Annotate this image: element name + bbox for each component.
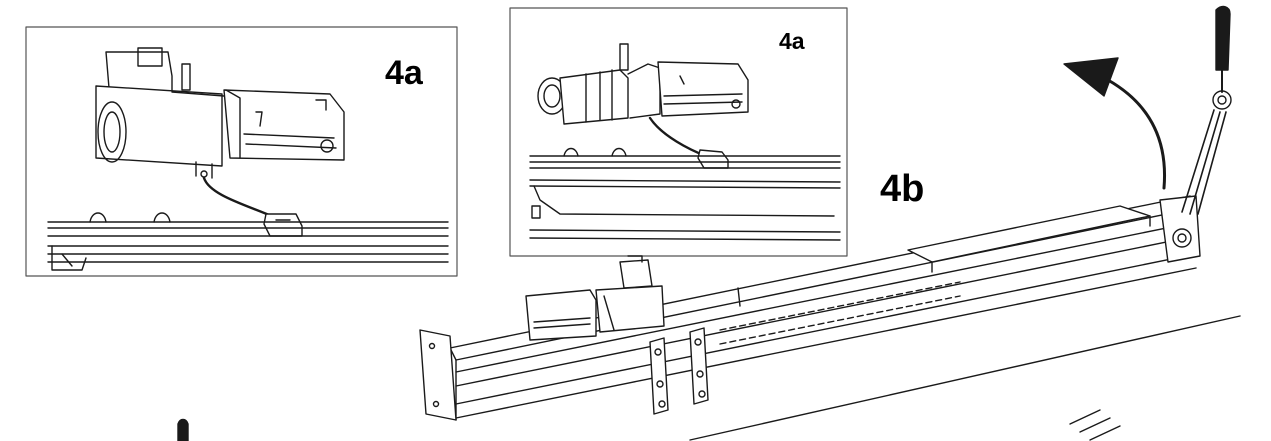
callout-label-inset-right: 4a — [779, 28, 805, 54]
inset-right-connector — [697, 149, 729, 169]
callout-label-inset-left: 4a — [385, 54, 423, 92]
inset-left-connector — [263, 213, 303, 237]
inset-right-motor — [537, 43, 749, 125]
bottom-left-fragment — [177, 418, 189, 441]
inset-left-panel — [25, 26, 458, 277]
hanger-hook-icon — [1181, 5, 1232, 215]
inset-left-cable — [202, 176, 278, 220]
main-motor — [525, 255, 741, 341]
inset-right-cable — [648, 116, 708, 158]
inset-right-panel — [509, 7, 848, 257]
inset-right-rail — [529, 147, 841, 241]
inset-left-rail — [47, 212, 449, 271]
lift-arrow-icon — [1063, 57, 1167, 190]
inset-left-motor — [95, 47, 345, 179]
callout-label-main: 4b — [880, 168, 925, 210]
